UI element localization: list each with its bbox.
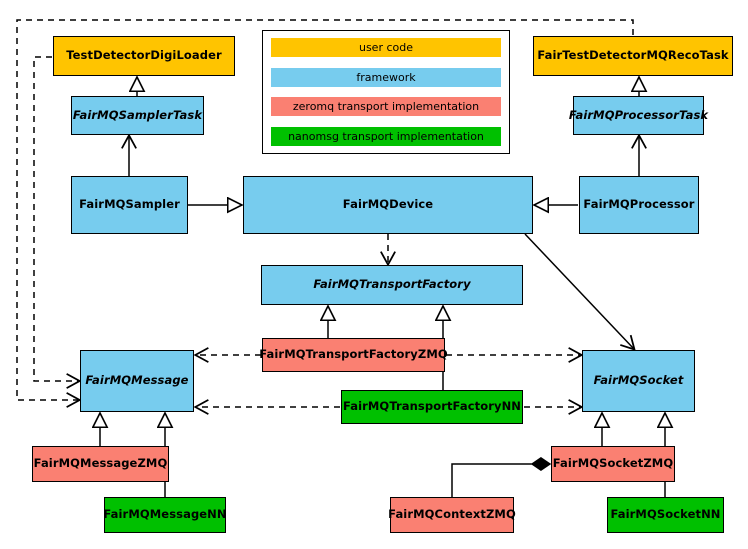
class-box-fairmqdevice[interactable]: FairMQDevice <box>243 176 533 234</box>
class-box-fairmqsocketzmq[interactable]: FairMQSocketZMQ <box>551 446 675 482</box>
class-box-fairtestdetectormqrecotask[interactable]: FairTestDetectorMQRecoTask <box>533 36 733 76</box>
class-box-fairmqsocket[interactable]: FairMQSocket <box>582 350 695 412</box>
legend-item-framework: framework <box>271 67 501 87</box>
class-box-fairmqcontextzmq[interactable]: FairMQContextZMQ <box>388 497 516 533</box>
class-box-fairmqsamplertask[interactable]: FairMQSamplerTask <box>71 96 204 135</box>
class-box-fairmqmessage[interactable]: FairMQMessage <box>80 350 194 412</box>
class-box-testdetectordigiloader[interactable]: TestDetectorDigiLoader <box>53 36 235 76</box>
class-box-fairmqtransportfactoryzmq[interactable]: FairMQTransportFactoryZMQ <box>259 338 448 372</box>
class-box-fairmqsocketnn[interactable]: FairMQSocketNN <box>607 497 724 533</box>
class-box-fairmqtransportfactory[interactable]: FairMQTransportFactory <box>261 265 523 305</box>
legend-item-zeromq: zeromq transport implementation <box>271 97 501 117</box>
class-box-fairmqsampler[interactable]: FairMQSampler <box>71 176 188 234</box>
class-box-fairmqmessagenn[interactable]: FairMQMessageNN <box>103 497 227 533</box>
legend-item-nanomsg: nanomsg transport implementation <box>271 126 501 146</box>
class-box-fairmqprocessortask[interactable]: FairMQProcessorTask <box>569 96 708 135</box>
legend-item-user-code: user code <box>271 38 501 57</box>
class-box-fairmqprocessor[interactable]: FairMQProcessor <box>579 176 699 234</box>
class-box-fairmqtransportfactorynn[interactable]: FairMQTransportFactoryNN <box>341 390 523 424</box>
legend-panel: user code framework zeromq transport imp… <box>262 30 510 154</box>
class-box-fairmqmessagezmq[interactable]: FairMQMessageZMQ <box>32 446 169 482</box>
